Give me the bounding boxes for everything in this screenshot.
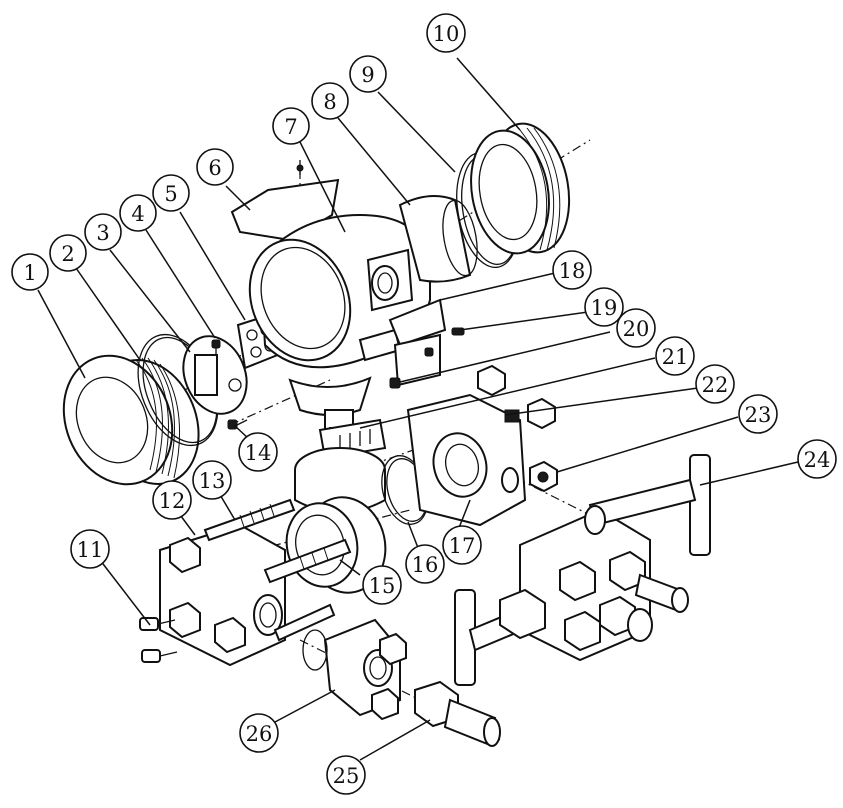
svg-text:24: 24 [804,448,831,472]
part-14-screw [227,419,248,430]
callout-6: 6 [196,148,234,186]
part-13-bolt [203,498,352,642]
leader-lines [37,57,799,761]
callout-23: 23 [738,394,778,434]
callout-15: 15 [362,565,402,605]
part-4-screw [211,339,221,356]
callout-13: 13 [192,460,232,500]
part-24-valve-manifold [454,454,711,686]
part-20-screw [389,347,434,389]
svg-text:26: 26 [246,722,273,746]
callout-17: 17 [442,525,482,565]
part-7-housing [248,213,431,369]
svg-text:17: 17 [449,534,476,558]
svg-text:18: 18 [559,259,586,283]
part-26-flange-adapter [302,618,407,721]
part-17-process-flange [406,393,527,527]
callout-25: 25 [326,755,366,795]
svg-text:2: 2 [61,242,74,266]
callout-20: 20 [616,308,656,348]
svg-text:16: 16 [412,553,439,577]
svg-text:15: 15 [369,574,396,598]
svg-text:12: 12 [159,489,186,513]
svg-text:19: 19 [591,296,618,320]
callout-8: 8 [311,82,349,120]
callout-19: 19 [584,287,624,327]
part-8-rear-housing [398,195,478,283]
svg-text:23: 23 [745,403,772,427]
callout-7: 7 [272,107,310,145]
svg-text:3: 3 [96,221,109,245]
part-3-display-module [182,335,248,415]
callout-14: 14 [238,432,278,472]
part-23-nut [529,460,558,493]
callout-5: 5 [152,174,190,212]
callout-1: 1 [11,253,49,291]
callout-24: 24 [797,439,837,479]
svg-text:9: 9 [361,63,374,87]
svg-text:10: 10 [433,22,460,46]
svg-text:11: 11 [77,538,104,562]
part-10-rear-cover [470,122,571,255]
callout-16: 16 [405,544,445,584]
svg-text:25: 25 [333,764,360,788]
callout-22: 22 [695,364,735,404]
svg-text:4: 4 [131,202,144,226]
callout-18: 18 [552,250,592,290]
part-1-front-cover [62,354,200,486]
svg-text:5: 5 [164,182,177,206]
svg-text:6: 6 [208,156,221,180]
callout-9: 9 [349,55,387,93]
callout-10: 10 [426,13,466,53]
callout-11: 11 [70,529,110,569]
callout-2: 2 [49,234,87,272]
svg-text:20: 20 [623,317,650,341]
callout-3: 3 [84,213,122,251]
callout-26: 26 [239,713,279,753]
svg-text:8: 8 [323,90,336,114]
svg-text:21: 21 [662,345,689,369]
svg-text:22: 22 [702,373,729,397]
svg-text:7: 7 [284,115,297,139]
callout-4: 4 [119,194,157,232]
part-11-screw [139,617,178,663]
callout-21: 21 [655,336,695,376]
svg-text:14: 14 [245,441,272,465]
part-25-fitting [414,680,501,747]
svg-text:1: 1 [23,261,36,285]
part-12-flange [159,523,286,667]
callout-12: 12 [152,480,192,520]
svg-text:13: 13 [199,469,226,493]
